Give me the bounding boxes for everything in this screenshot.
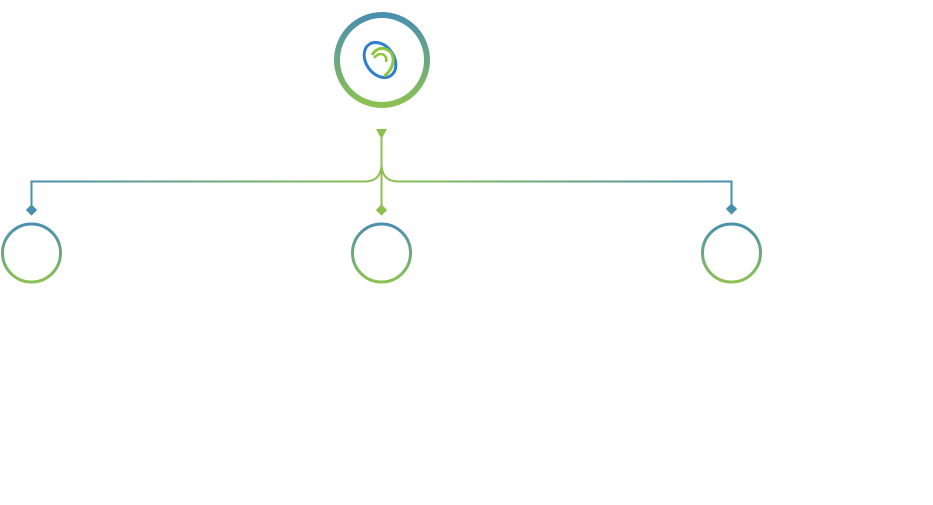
child-node-left[interactable]: [1, 222, 62, 284]
diamond-left-icon: [25, 204, 38, 216]
swirl-logo-icon: [362, 40, 398, 80]
connector-right: [380, 165, 733, 208]
root-ring: [334, 12, 430, 108]
root-node[interactable]: [334, 12, 430, 108]
connector-left: [30, 165, 383, 208]
child-node-center[interactable]: [351, 222, 412, 284]
root-arrow-icon: [376, 129, 387, 139]
child-node-right[interactable]: [701, 222, 762, 284]
diamond-center-icon: [375, 204, 388, 216]
diamond-right-icon: [725, 203, 738, 215]
